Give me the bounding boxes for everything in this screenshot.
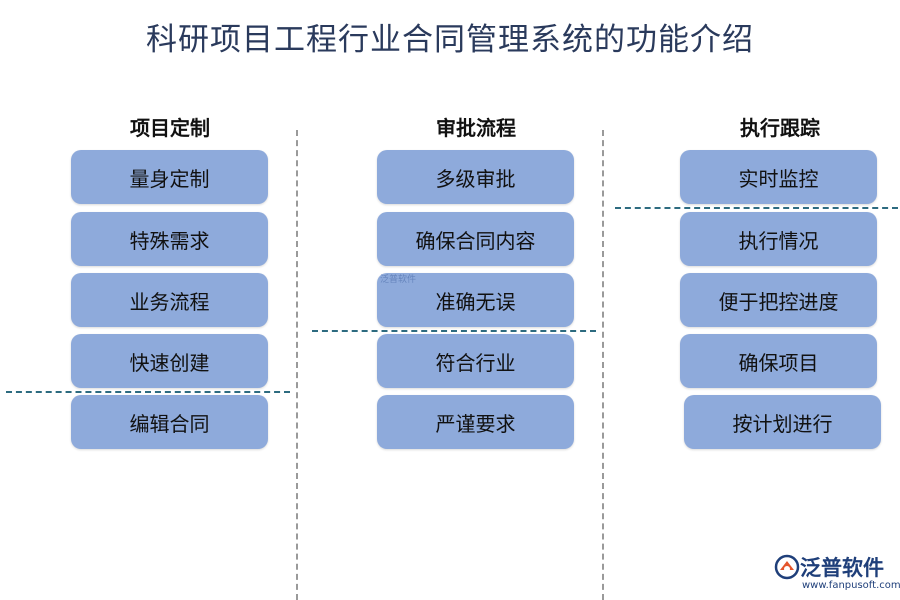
box-item: 多级审批 [377, 150, 574, 204]
box-item: 快速创建 [71, 334, 268, 388]
brand-name: 泛普软件 [800, 556, 884, 580]
box-item: 确保项目 [680, 334, 877, 388]
brand-mark-icon [774, 554, 800, 580]
accent-dash [615, 207, 898, 209]
box-item: 准确无误 [377, 273, 574, 327]
brand-logo: 泛普软件 www.fanpusoft.com [772, 552, 900, 598]
box-item: 按计划进行 [684, 395, 881, 449]
accent-dash [6, 391, 290, 393]
accent-dash [312, 330, 596, 332]
box-item: 执行情况 [680, 212, 877, 266]
box-item: 编辑合同 [71, 395, 268, 449]
page-title: 科研项目工程行业合同管理系统的功能介绍 [146, 22, 754, 58]
brand-url: www.fanpusoft.com [802, 580, 900, 591]
column-divider [602, 130, 604, 600]
box-item: 符合行业 [377, 334, 574, 388]
watermark-logo: 泛普软件 [380, 275, 417, 285]
column-heading-project-custom: 项目定制 [130, 116, 210, 140]
box-item: 便于把控进度 [680, 273, 877, 327]
column-heading-tracking: 执行跟踪 [740, 116, 820, 140]
box-item: 实时监控 [680, 150, 877, 204]
box-item: 确保合同内容 [377, 212, 574, 266]
box-item: 特殊需求 [71, 212, 268, 266]
column-heading-approval: 审批流程 [436, 116, 516, 140]
box-item: 量身定制 [71, 150, 268, 204]
column-divider [296, 130, 298, 600]
box-item: 业务流程 [71, 273, 268, 327]
box-item: 严谨要求 [377, 395, 574, 449]
